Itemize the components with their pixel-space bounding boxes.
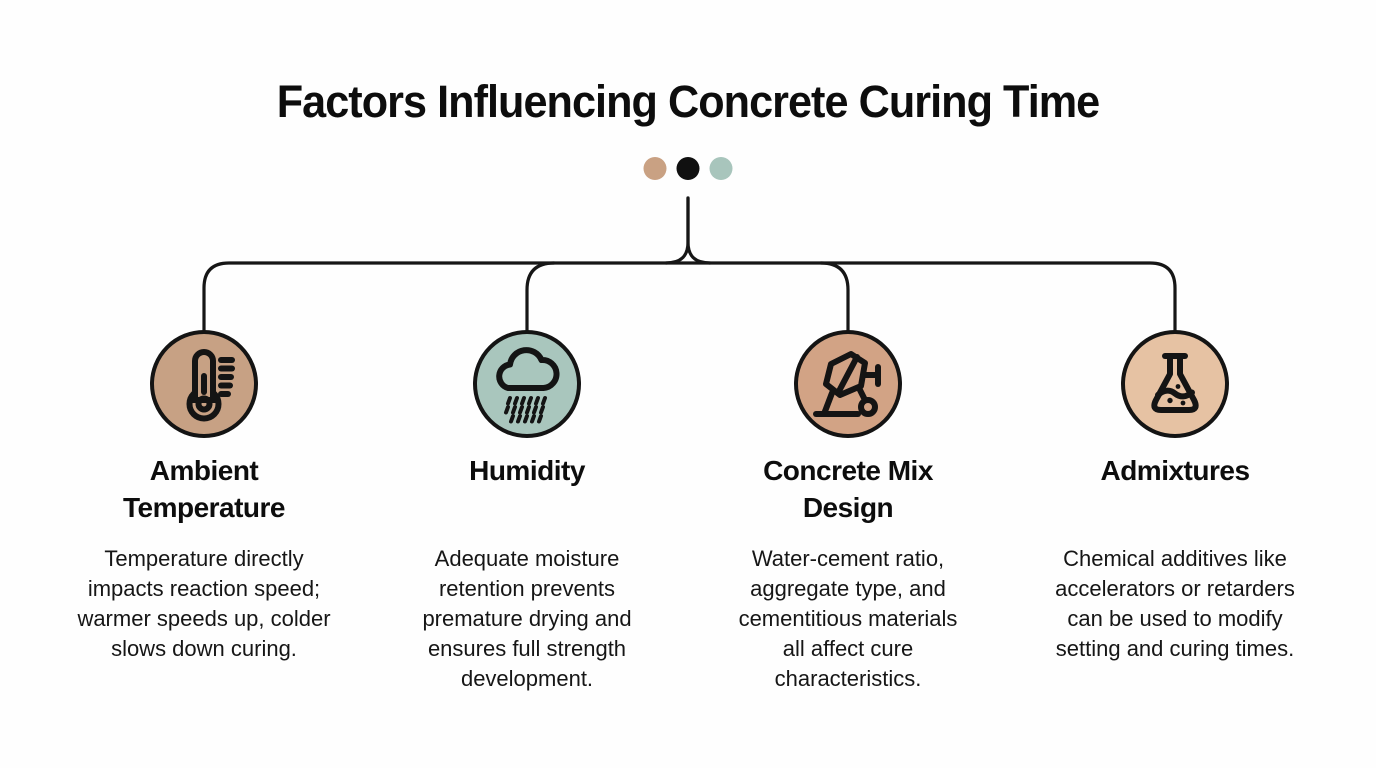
black-dot [676, 157, 700, 180]
factor-column-ambient-temperature: Ambient Temperature Temperature directly… [44, 0, 364, 768]
flask-icon [1151, 353, 1199, 413]
factor-icon-circle [473, 330, 581, 438]
thermometer-icon [186, 349, 235, 422]
factor-title: Admixtures [1100, 455, 1250, 486]
factor-description: Temperature directly impacts reaction sp… [77, 546, 331, 661]
factor-column-humidity: Humidity Adequate moisture retention pre… [367, 0, 687, 768]
tan-dot [643, 157, 667, 180]
factor-description: Adequate moisture retention prevents pre… [422, 546, 632, 691]
teal-dot [709, 157, 733, 180]
factor-icon-circle [150, 330, 258, 438]
factor-title: Concrete Mix Design [763, 455, 933, 523]
factor-icon-circle [794, 330, 902, 438]
factor-column-admixtures: Admixtures Chemical additives like accel… [1015, 0, 1335, 768]
rain-cloud-icon [496, 347, 560, 424]
factor-column-concrete-mix-design: Concrete Mix Design Water-cement ratio, … [688, 0, 1008, 768]
decorative-dots [643, 157, 733, 180]
concrete-mixer-icon [813, 351, 881, 417]
factor-icon-circle [1121, 330, 1229, 438]
branch-tree [202, 196, 1177, 332]
factor-description: Chemical additives like accelerators or … [1055, 546, 1295, 661]
factor-title: Ambient Temperature [122, 455, 286, 523]
page-title: Factors Influencing Concrete Curing Time [276, 76, 1100, 127]
factor-description: Water-cement ratio, aggregate type, and … [738, 546, 958, 691]
factor-title: Humidity [469, 455, 585, 486]
